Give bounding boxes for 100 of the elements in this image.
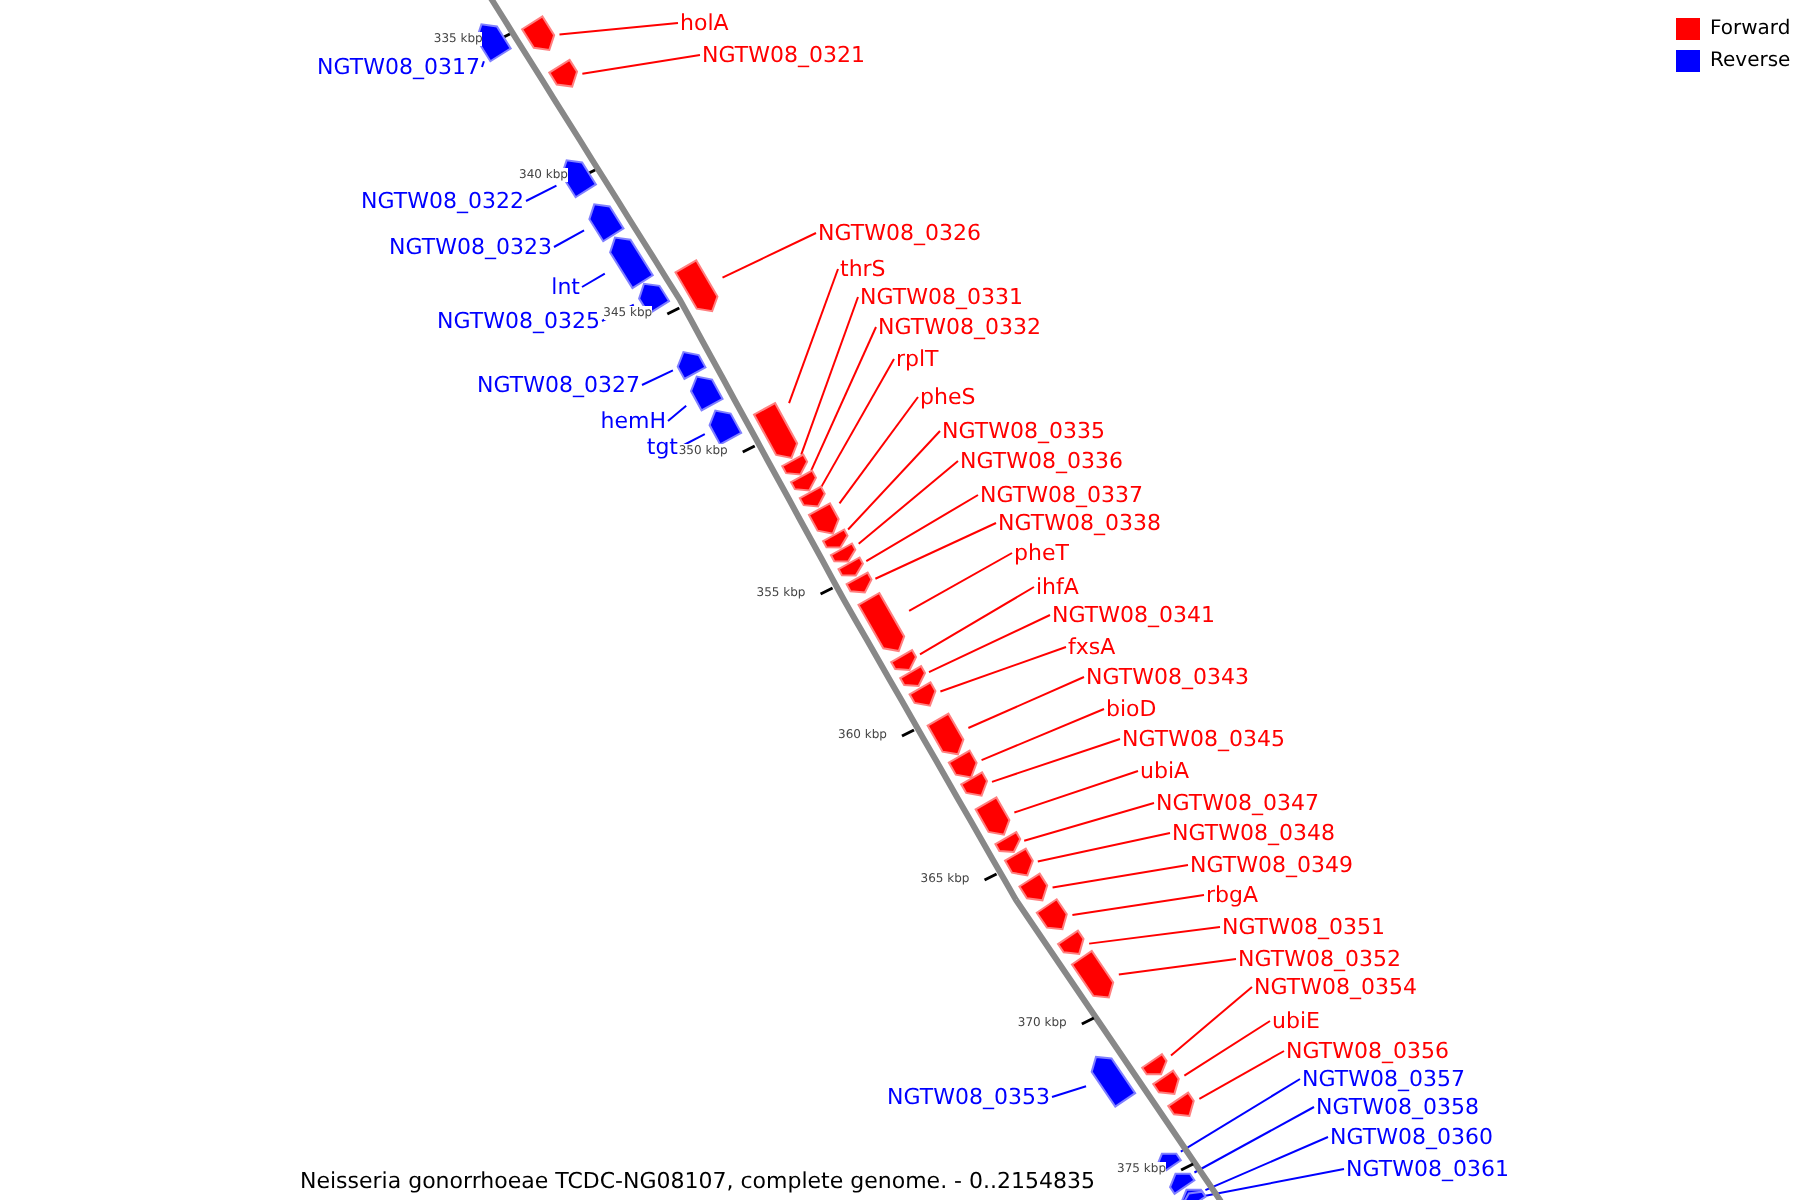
- gene-block: [789, 469, 818, 492]
- gene-label: NGTW08_0357: [1302, 1066, 1465, 1092]
- gene-block: [588, 203, 625, 243]
- gene-label: NGTW08_0349: [1190, 852, 1353, 878]
- leader-line: [919, 586, 1035, 656]
- gene-label: NGTW08_0348: [1172, 820, 1335, 846]
- leader-line: [1193, 1106, 1315, 1174]
- gene-block: [959, 771, 989, 797]
- gene-label: NGTW08_0345: [1122, 726, 1285, 752]
- gene-label: NGTW08_0327: [477, 372, 640, 398]
- gene-label: NGTW08_0337: [980, 482, 1143, 508]
- gene-block: [837, 556, 865, 577]
- leader-line: [667, 404, 688, 422]
- gene-label: pheS: [920, 384, 976, 410]
- gene-block: [908, 681, 937, 707]
- gene-label: thrS: [840, 256, 886, 282]
- gene-label: NGTW08_0332: [878, 314, 1041, 340]
- leader-line: [553, 229, 586, 248]
- gene-block: [708, 409, 743, 446]
- leader-line: [838, 396, 919, 505]
- gene-label: ubiA: [1140, 758, 1190, 784]
- leader-line: [1051, 864, 1189, 889]
- gene-label: NGTW08_0352: [1238, 946, 1401, 972]
- gene-label: NGTW08_0351: [1222, 914, 1385, 940]
- gene-label: NGTW08_0347: [1156, 790, 1319, 816]
- caption: Neisseria gonorrhoeae TCDC-NG08107, complete genome. - 0..2154835: [300, 1168, 1096, 1194]
- gene-label: holA: [680, 10, 729, 36]
- leader-line: [908, 552, 1013, 612]
- gene-block: [609, 236, 655, 290]
- leader-line: [810, 326, 877, 472]
- leader-line: [800, 296, 859, 456]
- gene-label: fxsA: [1068, 634, 1116, 660]
- gene-label: NGTW08_0322: [361, 188, 524, 214]
- gene-block: [947, 749, 978, 779]
- gene-label: NGTW08_0331: [860, 284, 1023, 310]
- gene-label: tgt: [646, 434, 678, 460]
- legend-label: Forward: [1710, 18, 1791, 42]
- leader-line: [1198, 1050, 1285, 1100]
- gene-block: [829, 542, 857, 563]
- gene-label: NGTW08_0343: [1086, 664, 1249, 690]
- leader-line: [788, 268, 839, 405]
- gene-block: [1090, 1055, 1137, 1109]
- gene-block: [845, 571, 873, 594]
- leader-line: [939, 646, 1067, 693]
- gene-label: bioD: [1106, 696, 1157, 722]
- leader-line: [820, 358, 895, 488]
- gene-block: [689, 375, 724, 412]
- leader-line: [721, 232, 817, 279]
- gene-block: [1151, 1069, 1180, 1095]
- gene-label: lnt: [551, 274, 580, 300]
- gene-label: NGTW08_0354: [1254, 974, 1417, 1000]
- gene-label: rbgA: [1206, 882, 1259, 908]
- leader-line: [1013, 770, 1139, 814]
- gene-block: [520, 15, 556, 52]
- gene-block: [974, 796, 1011, 836]
- gene-block: [1070, 949, 1115, 999]
- gene-label: NGTW08_0335: [942, 418, 1105, 444]
- gene-label: NGTW08_0321: [702, 42, 865, 68]
- leader-line: [874, 522, 997, 580]
- gene-block: [807, 502, 840, 535]
- leader-line: [967, 676, 1085, 729]
- leader-line: [525, 184, 558, 202]
- gene-block: [1166, 1091, 1195, 1117]
- leader-line: [865, 494, 979, 563]
- leader-line: [581, 272, 606, 288]
- legend-label: Reverse: [1710, 50, 1791, 74]
- gene-label: NGTW08_0326: [818, 220, 981, 246]
- gene-block: [821, 528, 849, 549]
- leader-line: [1071, 894, 1205, 916]
- leader-line: [1183, 1020, 1271, 1077]
- leader-line: [1204, 1168, 1345, 1197]
- gene-block: [898, 664, 927, 687]
- leader-line: [1179, 1078, 1301, 1153]
- leader-line: [847, 430, 941, 531]
- gene-label: NGTW08_0317: [317, 54, 480, 80]
- gene-label: rplT: [896, 346, 939, 372]
- gene-block: [1035, 897, 1068, 931]
- gene-label: ihfA: [1036, 574, 1079, 600]
- gene-label: NGTW08_0360: [1330, 1124, 1493, 1150]
- gene-block: [1056, 929, 1085, 955]
- gene-label: NGTW08_0325: [437, 308, 600, 334]
- gene-label: NGTW08_0336: [960, 448, 1123, 474]
- gene-label: NGTW08_0338: [998, 510, 1161, 536]
- gene-block: [1003, 847, 1034, 877]
- leader-line: [1204, 1136, 1329, 1192]
- gene-block: [857, 591, 906, 653]
- gene-label: NGTW08_0323: [389, 234, 552, 260]
- leader-line: [1117, 958, 1237, 976]
- gene-label: hemH: [600, 408, 666, 434]
- gene-label: NGTW08_0358: [1316, 1094, 1479, 1120]
- gene-block: [752, 401, 799, 460]
- gene-block: [994, 830, 1022, 853]
- leader-line: [928, 614, 1051, 674]
- leader-line: [991, 738, 1121, 783]
- leader-line: [1088, 926, 1221, 945]
- leader-line: [679, 433, 706, 448]
- gene-block: [1018, 872, 1049, 902]
- leader-line: [980, 708, 1105, 762]
- leader-line: [1170, 986, 1253, 1057]
- leader-line: [1036, 832, 1171, 863]
